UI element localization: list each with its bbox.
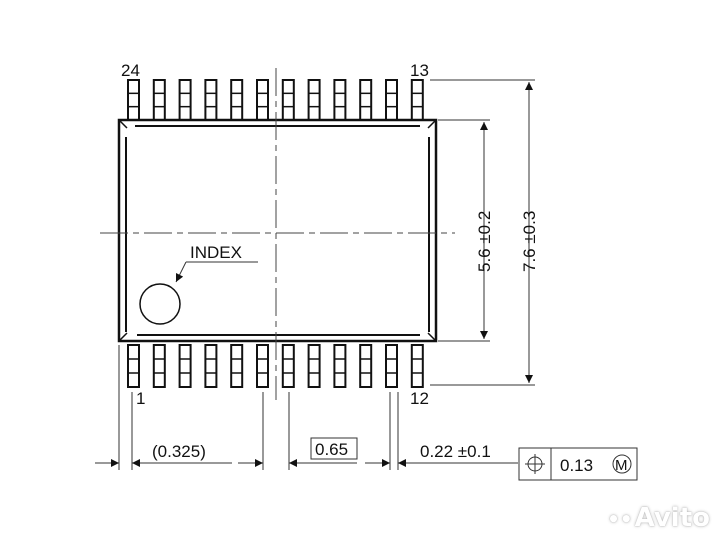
mmc-modifier-icon: M — [612, 454, 632, 474]
pin — [281, 79, 295, 121]
pin — [307, 344, 321, 388]
pin — [152, 79, 166, 121]
pin — [178, 79, 192, 121]
pin — [410, 344, 424, 388]
pin — [204, 344, 218, 388]
svg-text:M: M — [615, 457, 628, 474]
pin — [385, 344, 398, 388]
pin — [385, 79, 398, 121]
position-tolerance-frame: 0.13 M — [518, 447, 638, 481]
pin — [359, 344, 373, 388]
bottom-pins — [127, 344, 424, 388]
index-mark: INDEX — [139, 243, 258, 325]
top-pins — [127, 79, 424, 121]
pitch-dim: 0.65 — [315, 440, 348, 459]
vertical-dimensions: 5.6 ±0.2 7.6 ±0.3 — [430, 79, 539, 386]
pin — [359, 79, 373, 121]
pin-label-12: 12 — [410, 389, 429, 408]
pin — [127, 79, 140, 121]
position-tolerance-value: 0.13 — [560, 456, 593, 475]
overall-width-dim: 7.6 ±0.3 — [520, 211, 539, 272]
pin — [333, 79, 347, 121]
index-label: INDEX — [190, 243, 242, 262]
pin-label-24: 24 — [121, 61, 140, 80]
pin-label-1: 1 — [136, 389, 145, 408]
pin — [281, 344, 295, 388]
center-lines — [100, 68, 455, 400]
pin — [410, 79, 424, 121]
body-width-dim: 5.6 ±0.2 — [475, 211, 494, 272]
avito-logo-icon: •• — [607, 507, 633, 531]
end-offset-dim: (0.325) — [152, 442, 206, 461]
package-body — [117, 118, 438, 343]
pin — [230, 344, 244, 388]
pin — [307, 79, 321, 121]
pin — [204, 79, 218, 121]
lead-width-dim: 0.22 ±0.1 — [420, 442, 491, 461]
pin — [333, 344, 347, 388]
position-symbol-icon — [525, 454, 545, 474]
pin — [152, 344, 166, 388]
pin — [178, 344, 192, 388]
pin — [256, 79, 269, 121]
avito-watermark: ••Avito — [607, 503, 710, 533]
pin-label-13: 13 — [410, 61, 429, 80]
pin — [256, 344, 269, 388]
extension-lines — [118, 345, 399, 470]
pitch-dim-box: 0.65 — [310, 437, 358, 460]
pin — [127, 344, 140, 388]
pin — [230, 79, 244, 121]
